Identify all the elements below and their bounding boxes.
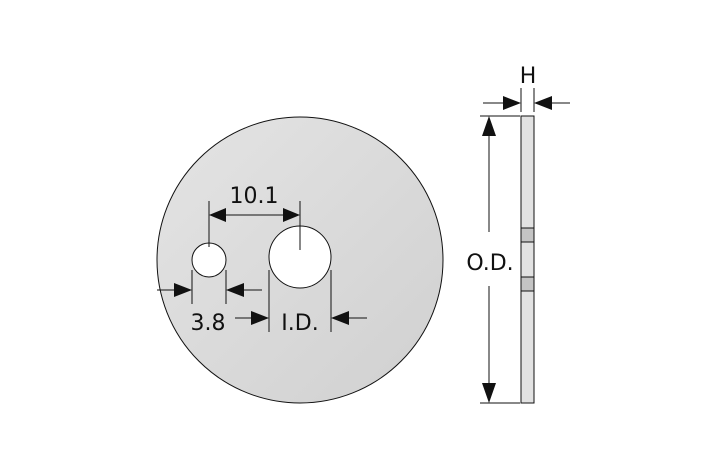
small-hole-diameter-label: 3.8 — [191, 311, 226, 336]
inner-diameter-label: I.D. — [281, 311, 318, 336]
thickness-dimension — [483, 88, 570, 112]
side-profile — [520, 115, 535, 404]
outer-diameter-dimension — [480, 115, 520, 404]
hole-band-lower — [520, 276, 535, 292]
small-hole-dimension — [157, 270, 262, 304]
hole-band-upper — [520, 227, 535, 243]
hole-spacing-label: 10.1 — [230, 184, 279, 209]
outer-diameter-label: O.D. — [466, 251, 513, 276]
inner-diameter-dimension — [235, 270, 367, 332]
thickness-label: H — [520, 64, 537, 89]
washer-face-view — [156, 116, 444, 404]
washer-side-view — [520, 115, 535, 404]
small-hole — [191, 242, 227, 278]
hole-spacing-dimension — [208, 201, 301, 250]
